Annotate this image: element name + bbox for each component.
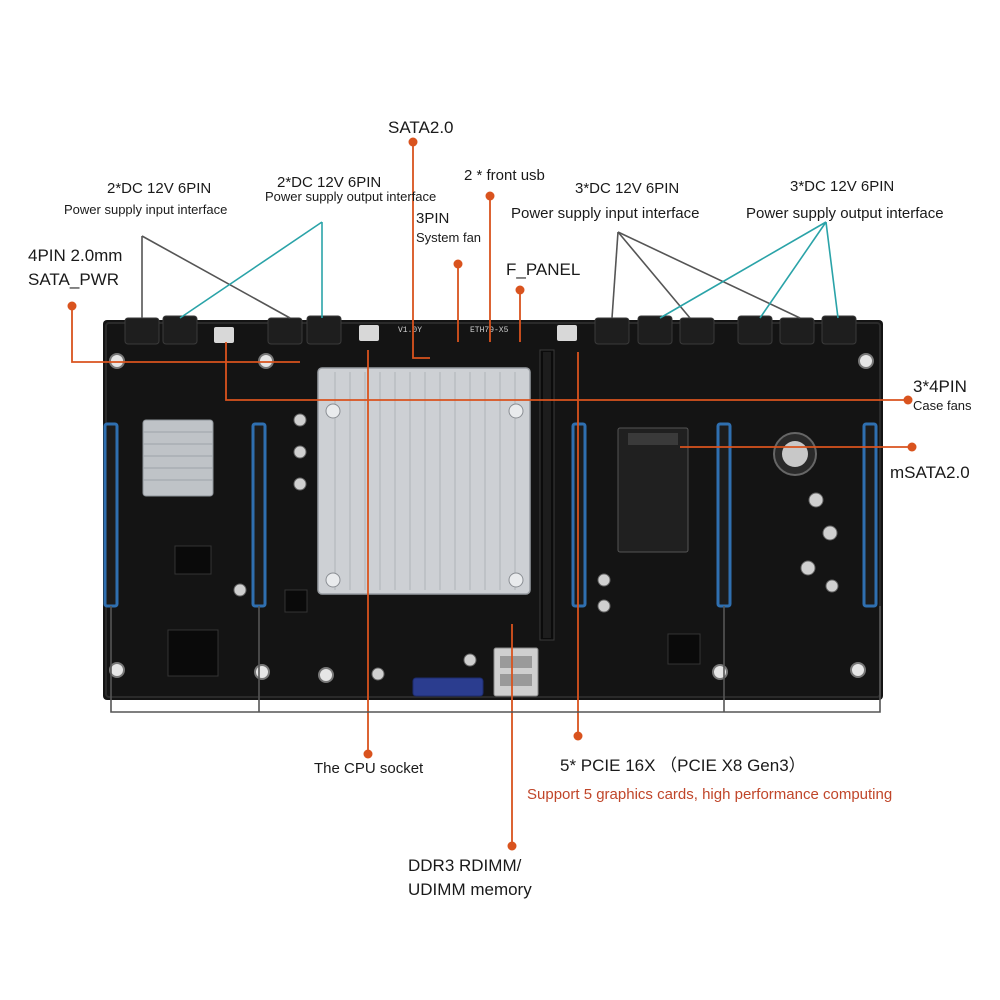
power-connectors bbox=[124, 315, 857, 345]
mount-hole-5 bbox=[254, 664, 270, 680]
cpu-heatsink bbox=[317, 367, 531, 595]
pcie-slots bbox=[103, 422, 878, 608]
dot-fan bbox=[453, 259, 463, 269]
label-ddr-2: UDIMM memory bbox=[408, 880, 532, 899]
chip-3 bbox=[284, 589, 308, 613]
label-dc-out-3-title: 3*DC 12V 6PIN bbox=[790, 178, 895, 195]
dot-sata bbox=[408, 137, 418, 147]
usb-ports bbox=[493, 647, 539, 697]
fan-header-white-1 bbox=[214, 327, 234, 343]
dot-usb bbox=[485, 191, 495, 201]
chip-1 bbox=[174, 545, 212, 575]
cpu-screw-3 bbox=[325, 572, 341, 588]
msata-slot bbox=[617, 427, 689, 553]
cpu-screw-4 bbox=[508, 572, 524, 588]
mount-hole-1 bbox=[109, 353, 125, 369]
pcie-bracket bbox=[110, 606, 881, 713]
dc-connector-8 bbox=[737, 315, 773, 345]
dot-case-fans bbox=[903, 395, 913, 405]
pcie-slot-2 bbox=[251, 422, 267, 608]
cpu-screw-1 bbox=[325, 403, 341, 419]
label-fan3-title: 3PIN bbox=[416, 210, 450, 227]
label-case-fans-title: 3*4PIN bbox=[913, 377, 967, 396]
dc-connector-6 bbox=[637, 315, 673, 345]
label-cpu-socket: The CPU socket bbox=[314, 760, 424, 777]
dc-connector-1 bbox=[124, 317, 160, 345]
mount-hole-4 bbox=[109, 662, 125, 678]
dc-connector-2 bbox=[162, 315, 198, 345]
label-dc-out-2-title: 2*DC 12V 6PIN bbox=[277, 174, 382, 191]
dc-connector-3 bbox=[267, 317, 303, 345]
chipset-heatsink bbox=[142, 419, 214, 497]
mount-hole-6 bbox=[318, 667, 334, 683]
pcie-slot-3 bbox=[571, 422, 587, 608]
callout-lines-orange bbox=[71, 142, 912, 846]
fan-header-white-3 bbox=[557, 325, 577, 341]
mount-hole-7 bbox=[712, 664, 728, 680]
label-dc-in-3-sub: Power supply input interface bbox=[511, 205, 700, 222]
label-fan3-sub: System fan bbox=[416, 230, 482, 245]
label-dc-in-2-title: 2*DC 12V 6PIN bbox=[107, 180, 212, 197]
vga-port bbox=[412, 677, 484, 697]
dc-connector-9 bbox=[779, 317, 815, 345]
dot-cpu bbox=[363, 749, 373, 759]
pcie-slot-4 bbox=[716, 422, 732, 608]
pcie-slot-1 bbox=[103, 422, 119, 608]
label-sata-pwr-2: SATA_PWR bbox=[28, 270, 119, 289]
mount-hole-8 bbox=[850, 662, 866, 678]
chip-2 bbox=[167, 629, 219, 677]
mount-hole-2 bbox=[258, 353, 274, 369]
dot-sata-pwr bbox=[67, 301, 77, 311]
label-ddr-1: DDR3 RDIMM/ bbox=[408, 856, 522, 875]
label-case-fans-sub: Case fans bbox=[913, 398, 972, 413]
mount-hole-3 bbox=[858, 353, 874, 369]
label-pcie-note: Support 5 graphics cards, high performan… bbox=[527, 786, 893, 803]
label-dc-out-2-sub: Power supply output interface bbox=[265, 189, 437, 204]
dc-connector-7 bbox=[679, 317, 715, 345]
label-dc-in-3-title: 3*DC 12V 6PIN bbox=[575, 180, 680, 197]
pcie-slot-5 bbox=[862, 422, 878, 608]
label-pcie: 5* PCIE 16X （PCIE X8 Gen3） bbox=[560, 756, 806, 775]
callout-lines-teal bbox=[179, 221, 839, 319]
label-sata: SATA2.0 bbox=[388, 118, 454, 137]
dc-connector-4 bbox=[306, 315, 342, 345]
label-front-usb: 2 * front usb bbox=[464, 167, 545, 184]
label-dc-in-2-sub: Power supply input interface bbox=[64, 202, 228, 217]
mounting-holes bbox=[109, 353, 874, 683]
dot-ddr bbox=[507, 841, 517, 851]
cpu-screw-2 bbox=[508, 403, 524, 419]
dot-pcie bbox=[573, 731, 583, 741]
dot-fpanel bbox=[515, 285, 525, 295]
dot-msata bbox=[907, 442, 917, 452]
label-msata: mSATA2.0 bbox=[890, 463, 970, 482]
label-dc-out-3-sub: Power supply output interface bbox=[746, 205, 944, 222]
chip-4 bbox=[667, 633, 701, 665]
label-fpanel: F_PANEL bbox=[506, 260, 581, 279]
fan-header-white-2 bbox=[359, 325, 379, 341]
dc-connector-10 bbox=[821, 315, 857, 345]
dc-connector-5 bbox=[594, 317, 630, 345]
board-version-marking: V1.0Y bbox=[398, 326, 422, 335]
label-sata-pwr-1: 4PIN 2.0mm bbox=[28, 246, 123, 265]
